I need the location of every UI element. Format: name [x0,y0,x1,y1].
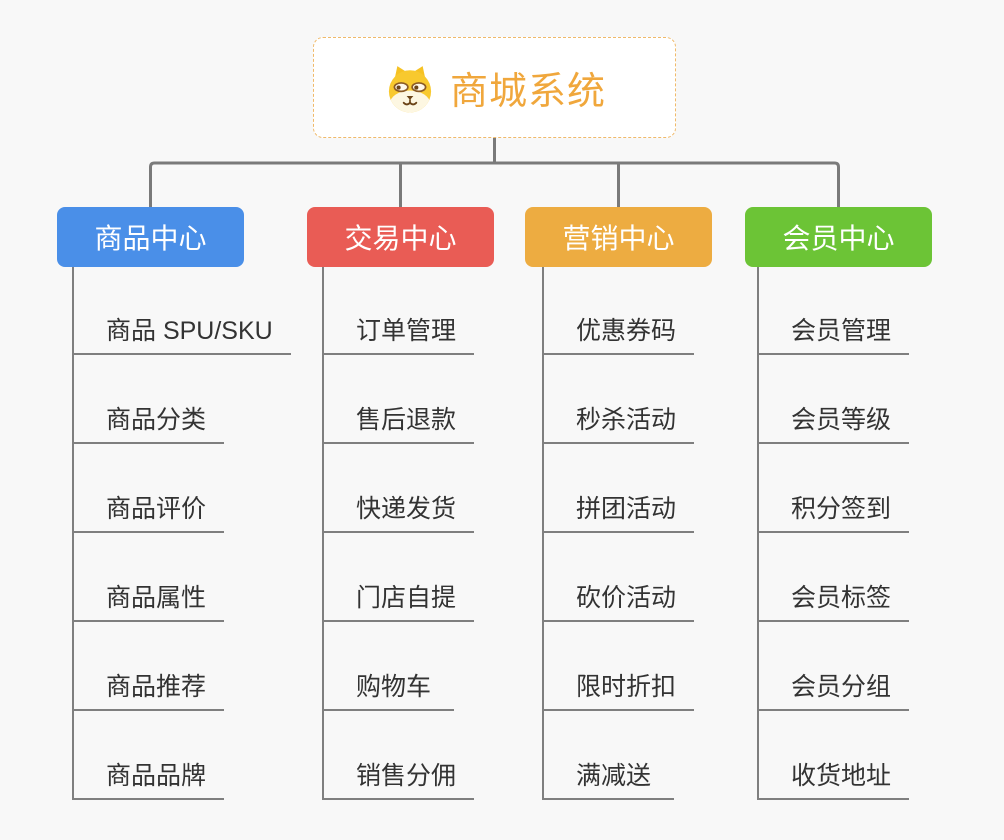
leaf-label: 积分签到 [791,495,892,523]
branch-label: 交易中心 [344,223,457,254]
branch-label: 商品中心 [94,223,207,254]
leaf-topic[interactable]: 收货地址 [759,711,910,800]
leaf-label: 商品推荐 [106,673,207,701]
leaf-column-marketing: 优惠券码 秒杀活动 拼团活动 砍价活动 限时折扣 满减送 [542,267,695,800]
leaf-topic[interactable]: 积分签到 [759,444,910,533]
leaf-label: 会员等级 [791,406,892,434]
branch-label: 营销中心 [562,223,675,254]
leaf-column-member: 会员管理 会员等级 积分签到 会员标签 会员分组 收货地址 [757,267,910,800]
leaf-label: 拼团活动 [576,495,677,523]
leaf-label: 收货地址 [791,762,892,790]
leaf-topic[interactable]: 销售分佣 [324,711,475,800]
leaf-label: 商品 SPU/SKU [106,317,273,345]
leaf-label: 限时折扣 [576,673,677,701]
leaf-label: 会员标签 [791,584,892,612]
leaf-label: 砍价活动 [576,584,677,612]
leaf-label: 秒杀活动 [576,406,677,434]
leaf-topic[interactable]: 快递发货 [324,444,475,533]
leaf-label: 销售分佣 [356,762,457,790]
root-title: 商城系统 [449,71,606,113]
leaf-label: 订单管理 [356,317,457,345]
leaf-label: 会员分组 [791,673,892,701]
leaf-topic[interactable]: 会员标签 [759,533,910,622]
leaf-label: 商品评价 [106,495,207,523]
leaf-topic[interactable]: 订单管理 [324,267,475,355]
root-topic[interactable]: 商城系统 [313,37,676,138]
leaf-topic[interactable]: 门店自提 [324,533,475,622]
leaf-label: 商品分类 [106,406,207,434]
leaf-topic[interactable]: 商品分类 [74,355,225,444]
leaf-topic[interactable]: 会员等级 [759,355,910,444]
branch-marketing-center[interactable]: 营销中心 [525,207,712,267]
leaf-topic[interactable]: 商品品牌 [74,711,225,800]
leaf-label: 优惠券码 [576,317,677,345]
leaf-topic[interactable]: 购物车 [324,622,454,711]
leaf-topic[interactable]: 商品推荐 [74,622,225,711]
leaf-label: 购物车 [356,673,432,701]
leaf-topic[interactable]: 会员分组 [759,622,910,711]
leaf-topic[interactable]: 秒杀活动 [544,355,695,444]
branch-bus-line [149,161,840,207]
leaf-label: 商品属性 [106,584,207,612]
leaf-topic[interactable]: 满减送 [544,711,674,800]
leaf-topic[interactable]: 砍价活动 [544,533,695,622]
shiba-dog-icon [388,65,432,112]
leaf-topic[interactable]: 商品 SPU/SKU [74,267,291,355]
leaf-topic[interactable]: 商品属性 [74,533,225,622]
leaf-topic[interactable]: 售后退款 [324,355,475,444]
branch-trade-center[interactable]: 交易中心 [307,207,494,267]
leaf-topic[interactable]: 拼团活动 [544,444,695,533]
leaf-label: 商品品牌 [106,762,207,790]
branch-product-center[interactable]: 商品中心 [57,207,244,267]
leaf-topic[interactable]: 会员管理 [759,267,910,355]
leaf-topic[interactable]: 商品评价 [74,444,225,533]
leaf-column-trade: 订单管理 售后退款 快递发货 门店自提 购物车 销售分佣 [322,267,475,800]
leaf-label: 满减送 [576,762,652,790]
leaf-label: 售后退款 [356,406,457,434]
leaf-label: 会员管理 [791,317,892,345]
branch-label: 会员中心 [782,223,895,254]
leaf-column-product: 商品 SPU/SKU 商品分类 商品评价 商品属性 商品推荐 商品品牌 [72,267,291,800]
leaf-topic[interactable]: 限时折扣 [544,622,695,711]
branch-member-center[interactable]: 会员中心 [745,207,932,267]
leaf-topic[interactable]: 优惠券码 [544,267,695,355]
leaf-label: 门店自提 [356,584,457,612]
leaf-label: 快递发货 [356,495,457,523]
